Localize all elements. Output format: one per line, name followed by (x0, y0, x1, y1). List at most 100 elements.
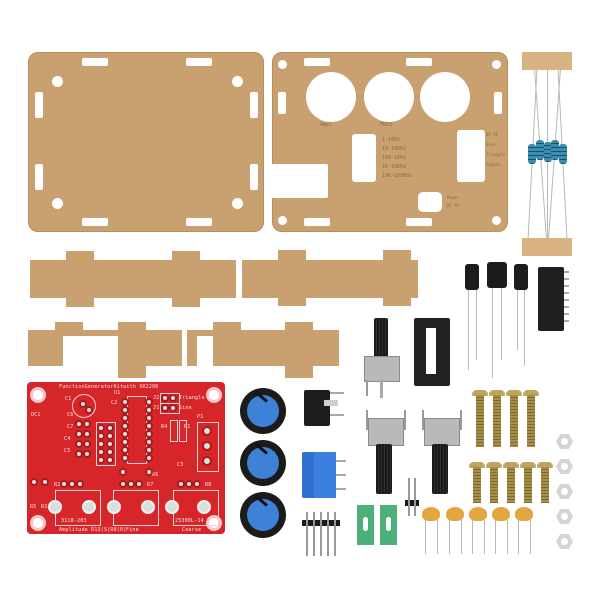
label-r8: R8 (205, 482, 212, 488)
j1-footprint (160, 403, 180, 414)
slot (82, 218, 108, 226)
output-labels: DC 9V Sine Triangle Square (486, 130, 505, 170)
slot (304, 58, 330, 66)
hex-nut (556, 484, 573, 499)
screw-hole (278, 216, 287, 225)
blue-rotary-switch (302, 452, 348, 498)
front-acrylic-panel: Ampl FREQ 1-10Hz 10-100Hz 100-1KHz 1K-10… (272, 52, 508, 232)
slot (186, 218, 212, 226)
range-label: 100-1KHz (382, 155, 407, 161)
slot (304, 218, 330, 226)
p1-footprint (197, 422, 219, 472)
back-acrylic-panel (28, 52, 264, 232)
side-cutout (272, 164, 328, 198)
pin-header-5 (302, 512, 342, 556)
label-sine: Sine (179, 405, 192, 411)
label-r2: R2 (54, 482, 61, 488)
label-c1: C1 (65, 396, 72, 402)
slot (406, 58, 432, 66)
label-c2: C2 (111, 400, 118, 406)
label-u1: U1 (114, 390, 121, 396)
power-switch-window (418, 192, 442, 212)
slot (494, 92, 502, 114)
power-label: Power (447, 195, 460, 200)
c1-outline (72, 394, 96, 418)
slot (186, 58, 212, 66)
r1-footprint (179, 420, 187, 442)
label-triangle: Triangle (179, 395, 205, 401)
power-label: DC 9V (447, 203, 460, 208)
resistor-strip (520, 52, 574, 256)
hex-nut (556, 534, 573, 549)
slot (278, 92, 286, 114)
potentiometer-2 (364, 410, 408, 494)
output-label: Sine (486, 142, 496, 147)
resistor (551, 140, 559, 160)
resistor (536, 140, 544, 160)
label-r7: R7 (147, 482, 154, 488)
label-c4: C4 (64, 436, 71, 442)
knob-hole-freq-coarse (420, 72, 470, 122)
range-label: 1K-10KHz (382, 164, 407, 170)
slot (250, 164, 258, 190)
tape-top (522, 52, 572, 70)
label-dc1: DC1 (31, 412, 41, 418)
ic-footprint (127, 396, 147, 464)
knob-2 (240, 440, 286, 486)
label-j1: J1 (153, 405, 160, 411)
range-label: 10-100Hz (382, 146, 407, 152)
label-c7: C7 (67, 424, 74, 430)
label-r4: R4 (161, 424, 168, 430)
label-r6: R6 (152, 472, 159, 478)
slot (35, 164, 43, 190)
label-r5: R5 (30, 504, 37, 510)
hex-nut (556, 459, 573, 474)
ic-xr2206 (538, 267, 569, 331)
label-c3: C3 (177, 462, 184, 468)
range-label: 1-10Hz (382, 137, 401, 143)
pin-header-2 (405, 478, 419, 518)
jumper-2 (380, 505, 397, 545)
resistor (528, 144, 536, 164)
output-label: Square (486, 162, 501, 167)
ic-socket (414, 318, 450, 386)
label-c5: C5 (64, 448, 71, 454)
screw-hole (278, 60, 287, 69)
output-label: DC 9V (486, 132, 499, 137)
knob-3 (240, 492, 286, 538)
label-p1: P1 (197, 414, 204, 420)
jumper-1 (357, 505, 374, 545)
screw-hole (52, 76, 63, 87)
label-r1: R1 (184, 424, 191, 430)
mounting-hole (30, 387, 46, 403)
label-c6: C6 (67, 412, 74, 418)
resistor (559, 144, 567, 164)
knob-1 (240, 388, 286, 434)
hex-nut (556, 509, 573, 524)
range-switch-window (352, 134, 376, 182)
knob-hole-freq-fine (364, 72, 414, 122)
label-fine: Fine (126, 527, 139, 533)
slot (250, 92, 258, 118)
mounting-hole (30, 515, 46, 531)
label-ampl: Ampl (320, 122, 333, 128)
screw-hole (492, 60, 501, 69)
potentiometer-3 (420, 410, 464, 494)
slot (35, 92, 43, 118)
pcb-title: FunctionGeneratorKitwith XR2206 (59, 384, 159, 390)
tape-bottom (522, 238, 572, 256)
screw-hole (492, 216, 501, 225)
label-pot1: 3118-203 (61, 518, 87, 524)
label-j2: J2 (153, 395, 160, 401)
r4-footprint (170, 420, 178, 442)
output-label: Triangle (486, 152, 506, 157)
range-label: 10K-100KHz (382, 173, 413, 179)
label-pot2: 25300L-14 (175, 518, 204, 524)
power-labels: Power DC 9V (447, 194, 459, 210)
slot (406, 218, 432, 226)
hex-nut (556, 434, 573, 449)
label-r3: R3 (41, 504, 48, 510)
resistor (544, 142, 552, 162)
header-footprint (96, 422, 116, 466)
mounting-hole (206, 387, 222, 403)
